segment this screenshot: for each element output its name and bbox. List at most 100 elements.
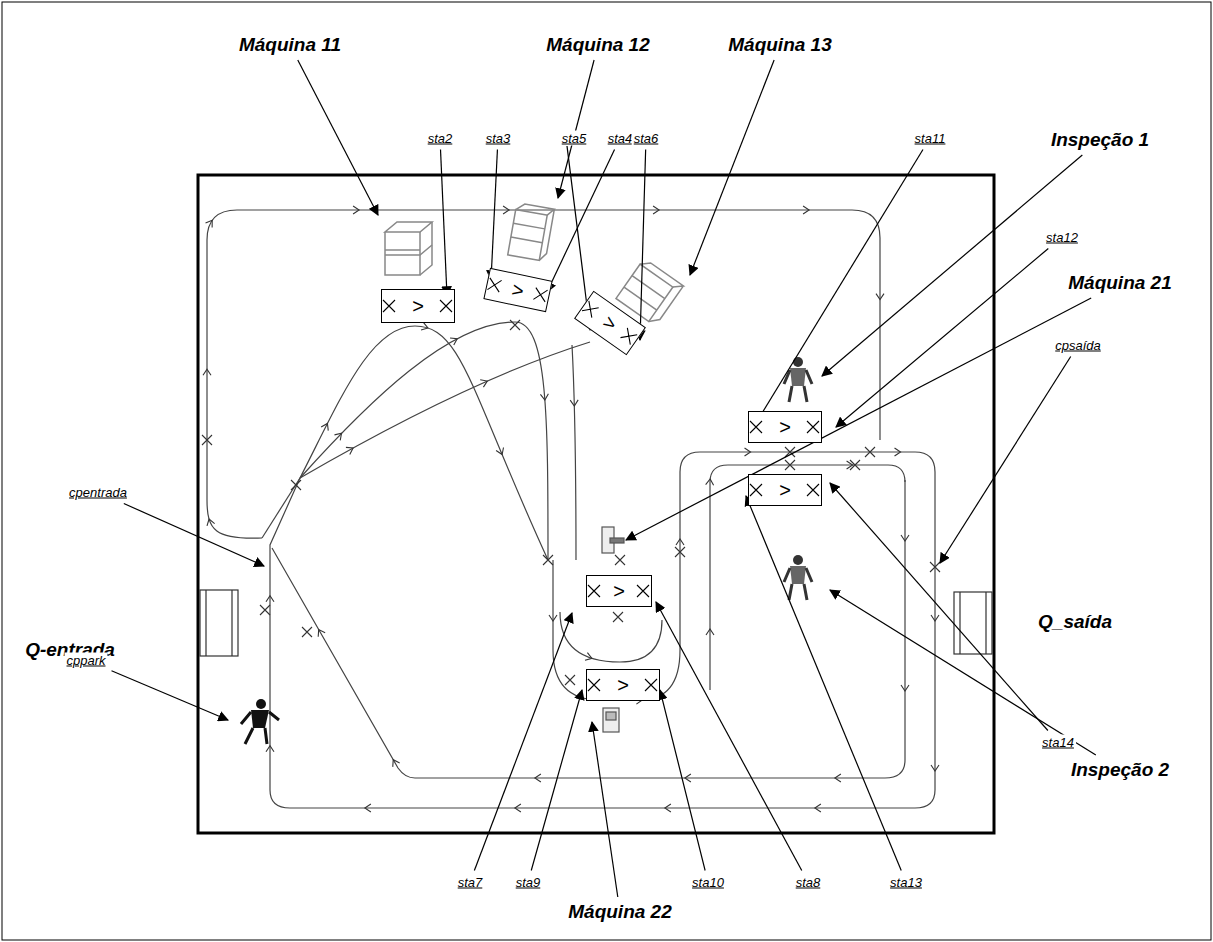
direction-chevron [585,653,593,662]
direction-chevron [205,518,214,526]
station-box: > [586,575,652,607]
direction-chevron [570,400,578,406]
direction-chevron [390,758,400,767]
equipment-name: Máquina 21 [1066,272,1173,294]
direction-chevron [496,448,506,457]
equipment-name: Inspeção 1 [1049,129,1151,151]
direction-chevron [901,685,909,691]
point-name: cpsaída [1053,338,1103,353]
equipment-name: Máquina 13 [726,34,833,56]
direction-symbol: > [412,296,424,316]
equipment-name: Máquina 12 [544,34,651,56]
equipment-name: Q_saída [1036,611,1114,633]
direction-chevron [901,535,909,541]
point-name: sta7 [456,875,485,890]
operator-icon [241,699,279,744]
direction-chevron [876,294,884,300]
control-point [260,605,270,615]
leader-lines [112,60,1096,897]
direction-chevron [540,394,548,401]
direction-symbol: > [617,675,629,695]
direction-chevron [653,206,659,214]
control-point [750,421,762,433]
leader-line [124,504,264,567]
direction-chevron [665,804,671,812]
station-box: > [586,669,660,701]
leader-line [830,483,1048,731]
control-point [588,585,600,597]
point-name: sta13 [888,875,924,890]
direction-chevron [745,448,751,456]
control-point [750,484,762,496]
control-point [785,447,795,457]
direction-chevron [321,422,331,431]
direction-chevron [676,539,684,545]
track-network [207,210,935,808]
direction-chevron [421,322,429,331]
point-name: sta14 [1040,735,1076,750]
track-marks [202,206,940,812]
control-point [588,679,600,691]
leader-line [441,150,447,297]
control-point [302,627,312,637]
control-point [533,288,547,302]
control-point [582,301,599,318]
direction-symbol: > [779,480,791,500]
direction-chevron [353,206,359,214]
leader-line [592,722,618,897]
machine-icon [385,222,432,275]
direction-chevron [706,629,714,635]
direction-symbol: > [599,311,620,334]
control-point [865,447,875,457]
control-point [620,328,637,345]
control-point [615,555,625,565]
direction-chevron [685,774,691,782]
factory-floor [198,175,994,833]
point-name: sta12 [1044,230,1080,245]
point-name: cpentrada [67,485,129,500]
control-point [440,300,452,312]
point-name: sta8 [794,875,823,890]
control-point [807,484,819,496]
leader-line [822,155,1082,376]
leader-line [491,150,497,281]
direction-symbol: > [779,417,791,437]
queue-icon [200,590,238,656]
leader-line [656,602,802,871]
point-name: sta9 [514,875,543,890]
control-point [930,562,940,572]
point-name: sta11 [913,131,948,146]
leader-line [640,150,646,341]
control-point [645,679,657,691]
station-box: > [574,291,646,356]
direction-chevron [535,774,541,782]
direction-chevron [803,206,809,214]
point-name: sta4 [606,131,635,146]
leader-line [746,496,901,871]
direction-chevron [835,774,841,782]
direction-chevron [266,596,274,602]
equipment-name: Máquina 22 [566,901,673,923]
control-point [510,320,520,330]
direction-chevron [203,369,211,375]
control-point [565,675,575,685]
direction-chevron [931,765,939,771]
leader-line [940,357,1071,564]
leader-line [756,150,923,424]
leader-line [474,613,572,871]
leader-line [112,671,228,720]
direction-chevron [706,479,714,486]
control-point [487,278,501,292]
leader-line [836,249,1048,428]
direction-chevron [334,431,344,441]
equipment-name: Máquina 11 [237,34,343,56]
control-point [785,460,795,470]
leader-line [547,150,615,293]
direction-chevron [315,628,325,637]
point-name: sta6 [632,131,661,146]
leader-line [298,60,378,215]
direction-chevron [346,444,355,454]
equipment-name: Inspeção 2 [1069,759,1171,781]
point-name: cppark [64,653,107,668]
station-box: > [381,289,455,323]
